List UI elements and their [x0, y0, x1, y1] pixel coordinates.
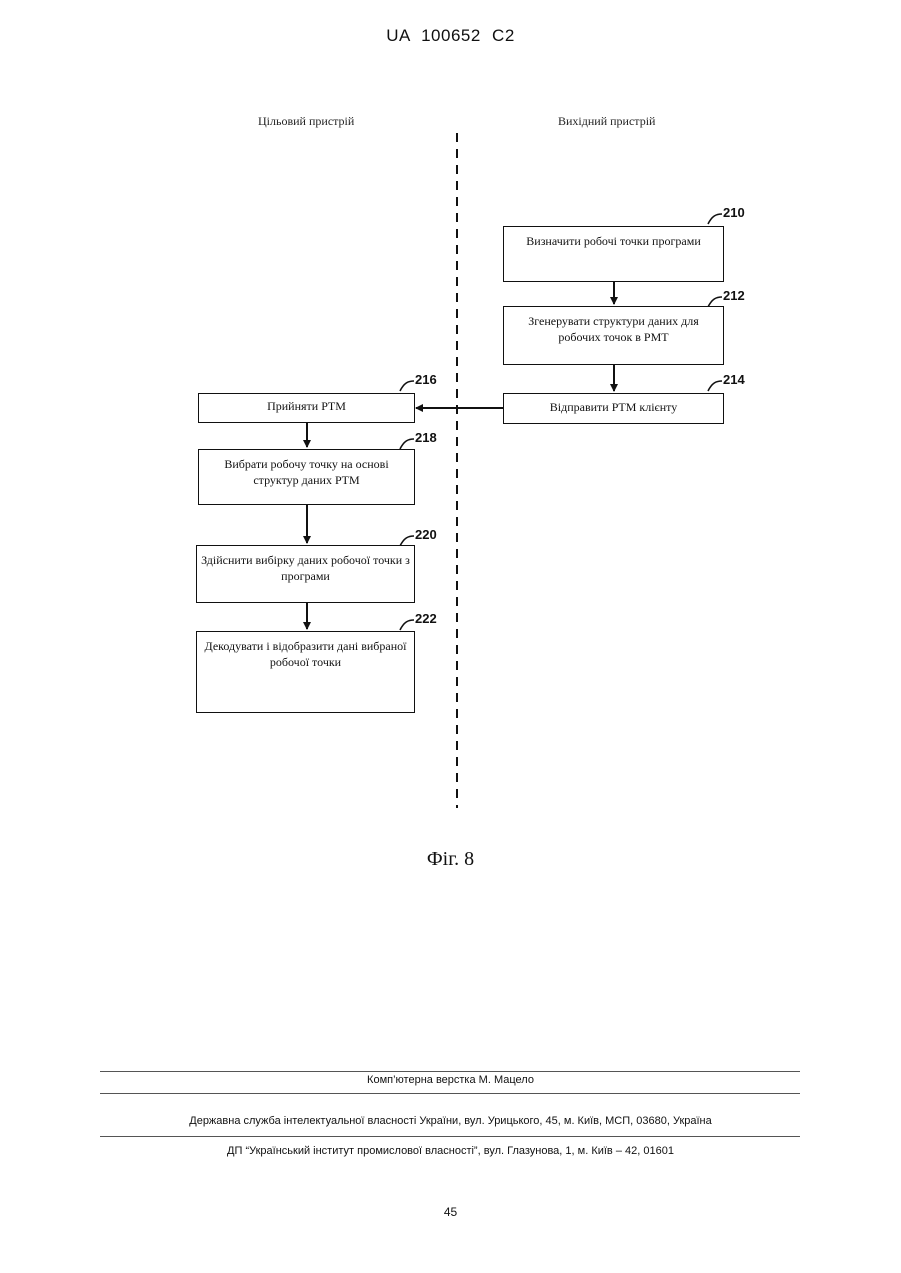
figure-caption: Фіг. 8	[0, 848, 901, 871]
ref-label-214: 214	[723, 372, 745, 387]
footer-agency: Державна служба інтелектуальної власност…	[0, 1115, 901, 1127]
footer-rule-top	[100, 1071, 800, 1072]
leader-214	[708, 381, 722, 391]
ref-label-218: 218	[415, 430, 437, 445]
step-222-box: Декодувати і відобразити дані вибраної р…	[196, 631, 415, 713]
step-218-box: Вибрати робочу точку на основі структур …	[198, 449, 415, 505]
step-214-box: Відправити PTM клієнту	[503, 393, 724, 424]
step-212-box: Згенерувати структури даних для робочих …	[503, 306, 724, 365]
footer-typesetting: Комп’ютерна верстка М. Мацело	[0, 1074, 901, 1086]
leader-210	[708, 214, 722, 224]
page-number: 45	[0, 1205, 901, 1219]
step-216-box: Прийняти PTM	[198, 393, 415, 423]
ref-label-216: 216	[415, 372, 437, 387]
leader-218	[400, 439, 414, 449]
footer-rule-middle	[100, 1093, 800, 1094]
step-220-box: Здійснити вибірку даних робочої точки з …	[196, 545, 415, 603]
ref-label-210: 210	[723, 205, 745, 220]
footer-rule-bottom	[100, 1136, 800, 1137]
footer-institute: ДП “Український інститут промислової вла…	[0, 1145, 901, 1157]
ref-label-220: 220	[415, 527, 437, 542]
leader-216	[400, 381, 414, 391]
ref-label-222: 222	[415, 611, 437, 626]
step-210-box: Визначити робочі точки програми	[503, 226, 724, 282]
ref-label-212: 212	[723, 288, 745, 303]
leader-222	[400, 620, 414, 630]
